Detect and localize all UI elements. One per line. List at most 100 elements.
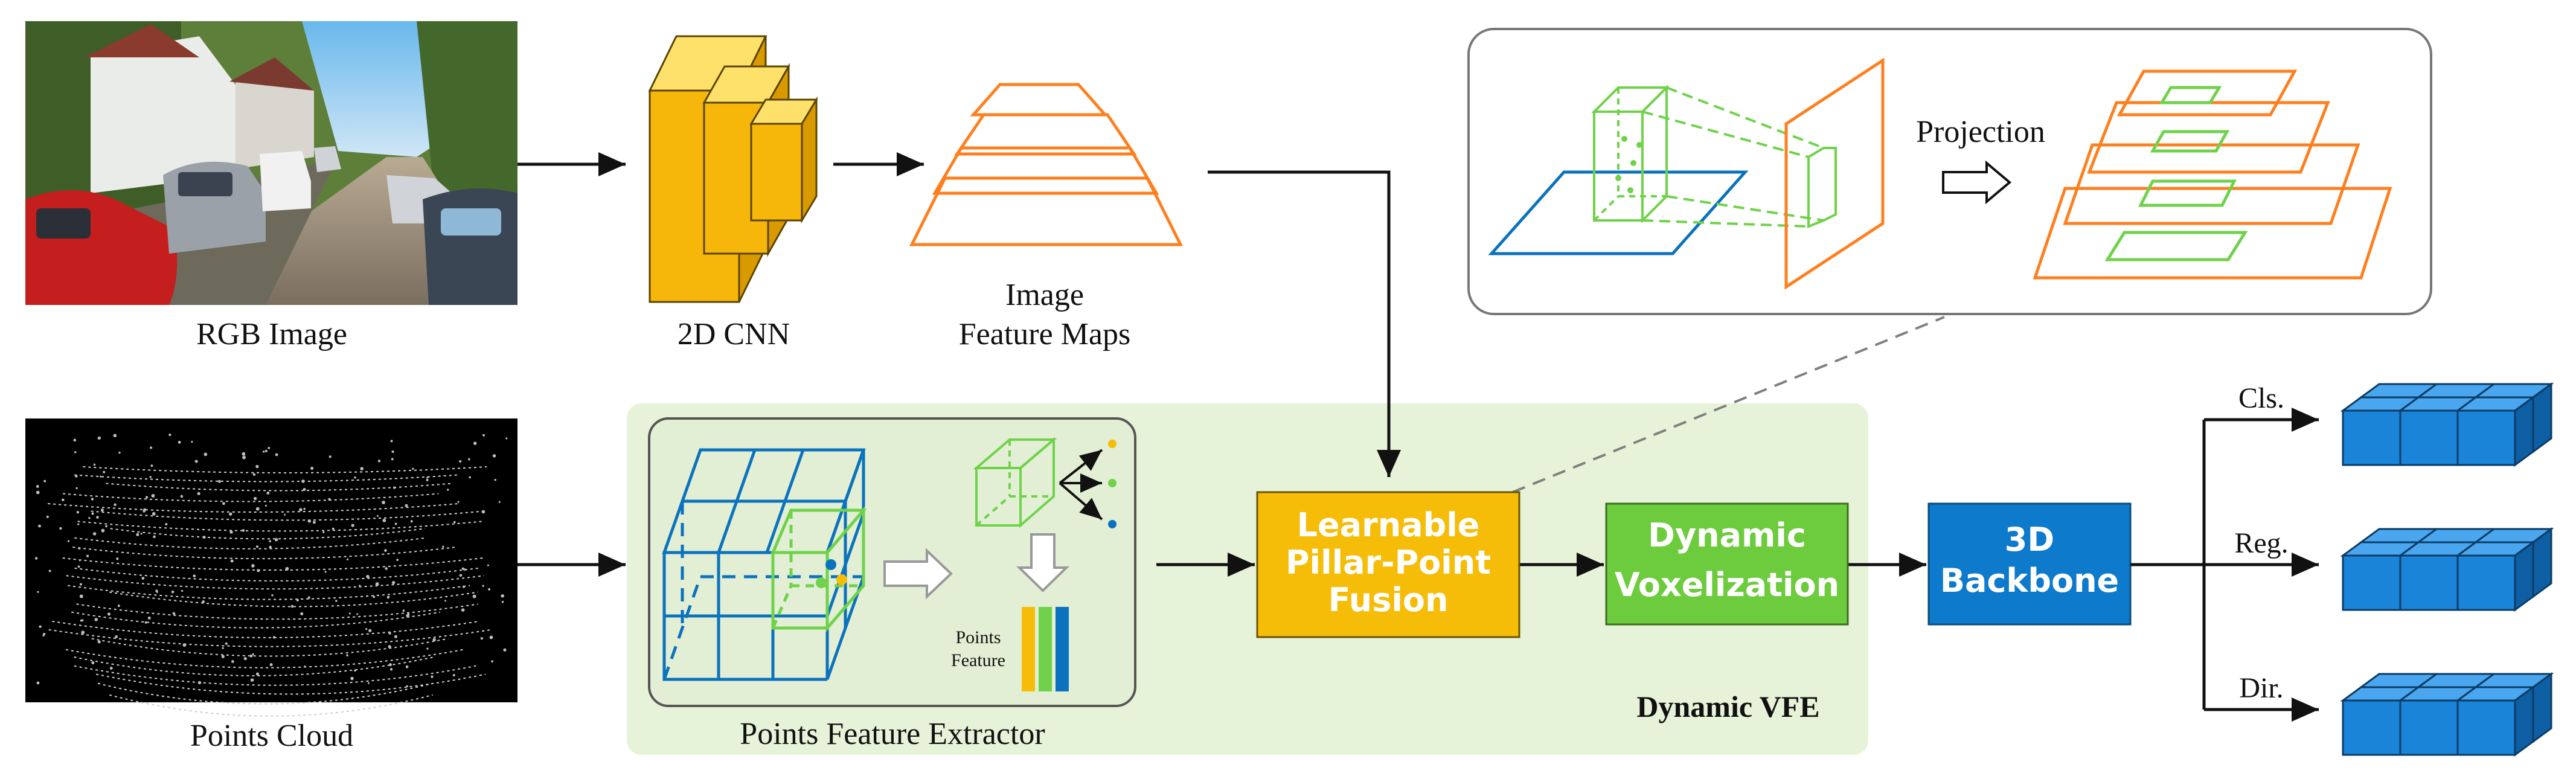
cloud-point: [312, 521, 316, 524]
cloud-point: [255, 464, 259, 469]
cloud-point: [494, 478, 496, 481]
cloud-point: [75, 487, 78, 490]
cloud-point: [144, 621, 147, 624]
cloud-point: [118, 451, 121, 454]
cloud-point: [197, 681, 202, 685]
cloud-point: [426, 647, 429, 650]
cloud-point: [274, 537, 278, 542]
cloud-point: [268, 446, 271, 449]
scan-line: [71, 611, 441, 629]
cloud-point: [253, 496, 257, 501]
cloud-point: [446, 489, 449, 491]
scan-line: [109, 694, 434, 717]
cloud-point: [243, 657, 247, 661]
cloud-point: [225, 642, 228, 645]
cloud-point: [150, 446, 153, 449]
cloud-point: [257, 569, 260, 572]
voxelization-label-line2: Voxelization: [1615, 566, 1839, 604]
cloud-point: [367, 682, 370, 684]
cloud-point: [156, 591, 158, 593]
cloud-point: [480, 636, 483, 640]
cloud-point: [459, 574, 463, 577]
cloud-point: [453, 521, 456, 524]
cloud-point: [103, 470, 106, 473]
cloud-point: [405, 504, 408, 507]
cloud-point: [394, 522, 397, 525]
cloud-point: [91, 498, 94, 501]
cloud-point: [230, 559, 234, 563]
cloud-point: [384, 549, 387, 552]
cloud-point: [249, 654, 253, 658]
cloud-point: [101, 528, 105, 533]
cloud-point: [498, 501, 501, 503]
cloud-point: [391, 458, 394, 461]
cloud-point: [442, 545, 444, 548]
points-feature-extractor-label: Points Feature Extractor: [740, 717, 1045, 751]
cloud-point: [194, 460, 198, 463]
cube-front: [2456, 554, 2516, 611]
cloud-point: [272, 636, 276, 639]
cloud-point: [81, 630, 85, 635]
cnn-block: [648, 35, 818, 303]
cloud-point: [488, 588, 491, 591]
cloud-point: [296, 598, 299, 602]
scan-line: [52, 620, 479, 638]
voxelization-block: [1605, 502, 1849, 626]
cloud-point: [393, 486, 396, 489]
cloud-point: [385, 567, 388, 570]
cloud-point: [116, 557, 119, 560]
cloud-point: [390, 440, 393, 443]
cloud-point: [503, 648, 507, 652]
cloud-point: [388, 645, 391, 649]
scan-line: [65, 649, 464, 668]
arrow-maps-to-fusion: [1208, 170, 1401, 477]
cloud-point: [473, 441, 477, 445]
cube-front: [2399, 409, 2459, 466]
cloud-point: [94, 618, 98, 621]
cloud-point: [43, 479, 46, 482]
cloud-point: [472, 594, 476, 598]
projection-arrow-icon: [1942, 160, 2012, 205]
cloud-point: [38, 524, 41, 528]
cloud-point: [114, 503, 117, 506]
cloud-point: [151, 494, 155, 498]
cloud-point: [405, 665, 409, 668]
cloud-point: [394, 635, 398, 638]
cloud-point: [252, 473, 256, 476]
cloud-point: [150, 464, 153, 467]
cloud-point: [229, 530, 233, 534]
cube-side: [2514, 685, 2534, 757]
cloud-point: [251, 564, 255, 568]
cloud-point: [92, 532, 97, 536]
cloud-point: [117, 604, 120, 607]
cloud-point: [348, 612, 351, 615]
cloud-point: [482, 585, 484, 587]
cube-front: [2342, 409, 2401, 466]
cloud-point: [264, 449, 268, 452]
cloud-point: [264, 504, 268, 507]
cloud-point: [59, 527, 62, 530]
cloud-point: [255, 507, 260, 511]
cloud-point: [328, 455, 332, 458]
cloud-point: [149, 476, 152, 478]
cloud-point: [310, 466, 314, 470]
cloud-point: [182, 643, 187, 647]
cube-front: [2399, 554, 2459, 611]
cloud-point: [79, 583, 82, 586]
cloud-point: [459, 460, 462, 463]
scan-line: [109, 591, 478, 607]
points-feature-extractor: [648, 417, 1136, 707]
fusion-label-line3: Fusion: [1328, 581, 1449, 619]
cloud-point: [386, 595, 390, 599]
cloud-point: [147, 616, 151, 620]
cloud-point: [221, 655, 225, 658]
scan-line: [95, 673, 486, 695]
cloud-point: [432, 638, 436, 642]
cloud-point: [229, 512, 232, 516]
cloud-point: [107, 612, 111, 616]
cloud-point: [202, 600, 205, 603]
cloud-point: [366, 574, 370, 579]
scan-line: [74, 656, 435, 676]
cloud-point: [275, 453, 278, 457]
